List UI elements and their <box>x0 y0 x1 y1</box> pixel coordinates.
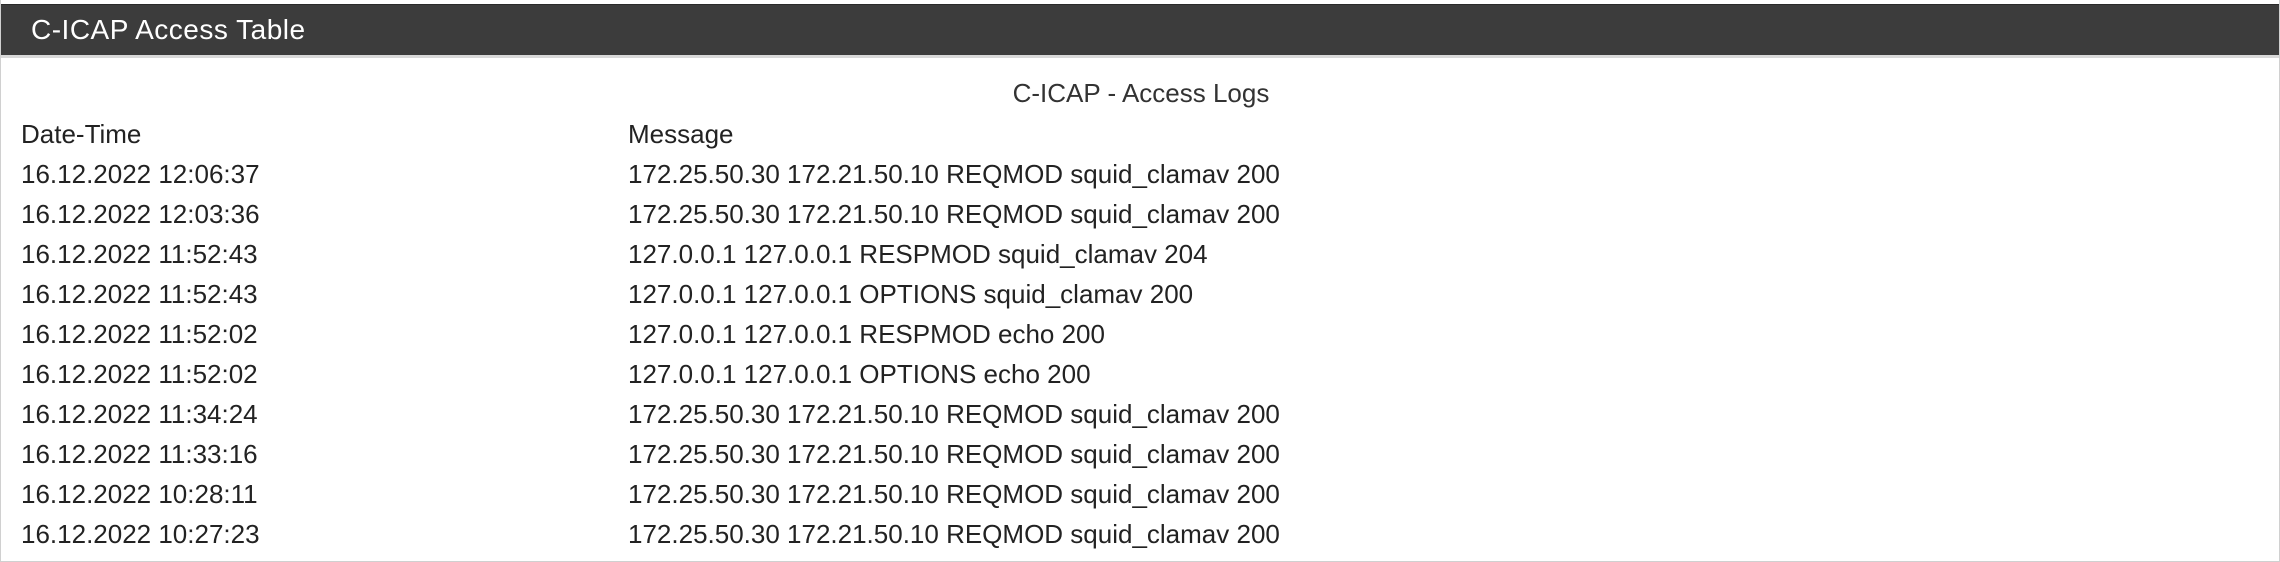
cell-datetime: 16.12.2022 10:27:23 <box>21 518 260 549</box>
cell-message: 172.25.50.30 172.21.50.10 REQMOD squid_c… <box>628 198 1280 229</box>
table-row: 16.12.2022 12:03:36 172.25.50.30 172.21.… <box>11 194 2228 234</box>
panel-title: C-ICAP Access Table <box>31 14 306 45</box>
panel-header: C-ICAP Access Table <box>1 4 2279 58</box>
table-row: 16.12.2022 11:52:02 127.0.0.1 127.0.0.1 … <box>11 314 2228 354</box>
column-header-message: Message <box>628 118 734 149</box>
table-row: 16.12.2022 10:28:11 172.25.50.30 172.21.… <box>11 474 2228 514</box>
cell-datetime: 16.12.2022 12:03:36 <box>21 198 260 229</box>
cell-datetime: 16.12.2022 11:52:02 <box>21 318 258 349</box>
table-row: 16.12.2022 11:52:43 127.0.0.1 127.0.0.1 … <box>11 234 2228 274</box>
cell-message: 127.0.0.1 127.0.0.1 OPTIONS squid_clamav… <box>628 278 1194 309</box>
cell-datetime: 16.12.2022 11:52:02 <box>21 358 258 389</box>
cell-message: 127.0.0.1 127.0.0.1 OPTIONS echo 200 <box>628 358 1091 389</box>
table-row: 16.12.2022 12:06:37 172.25.50.30 172.21.… <box>11 154 2228 194</box>
cell-message: 127.0.0.1 127.0.0.1 RESPMOD squid_clamav… <box>628 238 1208 269</box>
column-header-datetime: Date-Time <box>21 118 142 149</box>
cell-message: 172.25.50.30 172.21.50.10 REQMOD squid_c… <box>628 478 1280 509</box>
cell-message: 127.0.0.1 127.0.0.1 RESPMOD echo 200 <box>628 318 1105 349</box>
cell-message: 172.25.50.30 172.21.50.10 REQMOD squid_c… <box>628 398 1280 429</box>
cell-datetime: 16.12.2022 11:52:43 <box>21 238 258 269</box>
cell-datetime: 16.12.2022 11:52:43 <box>21 278 258 309</box>
table-row: 16.12.2022 11:52:02 127.0.0.1 127.0.0.1 … <box>11 354 2228 394</box>
table-row: 16.12.2022 11:33:16 172.25.50.30 172.21.… <box>11 434 2228 474</box>
cell-datetime: 16.12.2022 11:33:16 <box>21 438 258 469</box>
cell-message: 172.25.50.30 172.21.50.10 REQMOD squid_c… <box>628 518 1280 549</box>
log-title: C-ICAP - Access Logs <box>1012 78 1270 108</box>
access-log-table: Date-Time Message 16.12.2022 12:06:37 17… <box>11 114 2228 554</box>
table-row: 16.12.2022 11:52:43 127.0.0.1 127.0.0.1 … <box>11 274 2228 314</box>
cell-message: 172.25.50.30 172.21.50.10 REQMOD squid_c… <box>628 438 1280 469</box>
table-header-row: Date-Time Message <box>11 114 2228 154</box>
cell-datetime: 16.12.2022 12:06:37 <box>21 158 260 189</box>
cell-message: 172.25.50.30 172.21.50.10 REQMOD squid_c… <box>628 158 1280 189</box>
cell-datetime: 16.12.2022 10:28:11 <box>21 478 258 509</box>
table-row: 16.12.2022 11:34:24 172.25.50.30 172.21.… <box>11 394 2228 434</box>
cell-datetime: 16.12.2022 11:34:24 <box>21 398 258 429</box>
table-row: 16.12.2022 10:27:23 172.25.50.30 172.21.… <box>11 514 2228 554</box>
